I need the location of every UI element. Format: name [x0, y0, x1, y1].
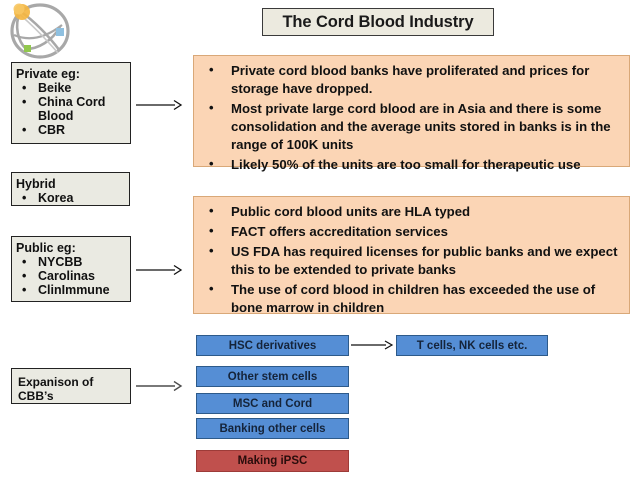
other-stem-cells-box[interactable]: Other stem cells [196, 366, 349, 387]
page-title: The Cord Blood Industry [262, 8, 494, 36]
hybrid-banks-list: • Korea [16, 191, 126, 205]
arrow-hsc-to-tcells-icon [350, 337, 394, 353]
hybrid-banks-header: Hybrid [16, 177, 56, 191]
bullet-icon: • [22, 95, 27, 109]
list-item: • Likely 50% of the units are too small f… [200, 156, 621, 174]
bullet-icon: • [22, 81, 27, 95]
hybrid-banks-box: Hybrid • Korea [11, 172, 130, 206]
public-banks-facts-box: • Public cord blood units are HLA typed •… [193, 196, 630, 317]
making-ipsc-box[interactable]: Making iPSC [196, 450, 349, 472]
bullet-icon: • [209, 203, 214, 218]
t-cells-label: T cells, NK cells etc. [416, 339, 528, 352]
bullet-icon: • [209, 100, 214, 115]
public-banks-box: Public eg: • NYCBB • Carolinas • ClinImmune [11, 236, 131, 302]
list-item: • US FDA has required licenses for public… [200, 243, 621, 279]
banking-other-cells-label: Banking other cells [219, 422, 326, 435]
hsc-derivatives-label: HSC derivatives [228, 339, 317, 352]
bullet-icon: • [22, 283, 27, 297]
hsc-derivatives-box[interactable]: HSC derivatives [196, 335, 349, 356]
list-item: • Korea [16, 191, 126, 205]
list-item-label: US FDA has required licenses for public … [231, 244, 618, 277]
cord-blood-sphere-logo [4, 1, 76, 61]
bullet-icon: • [22, 269, 27, 283]
public-banks-list: • NYCBB • Carolinas • ClinImmune [16, 255, 127, 297]
msc-and-cord-box[interactable]: MSC and Cord [196, 393, 349, 414]
list-item: • Private cord blood banks have prolifera… [200, 62, 621, 98]
list-item-continuation: Blood [16, 109, 127, 123]
bullet-icon: • [22, 255, 27, 269]
list-item: • CBR [16, 123, 127, 137]
list-item-label: Korea [38, 191, 74, 205]
logo-node-green [24, 45, 31, 52]
list-item-label: ClinImmune [38, 283, 110, 297]
arrow-public-to-facts-icon [135, 261, 183, 279]
list-item-label: Most private large cord blood are in Asi… [231, 101, 611, 152]
arrow-expansion-to-cells-icon [135, 377, 183, 395]
list-item-label: CBR [38, 123, 66, 137]
bullet-icon: • [209, 62, 214, 77]
private-banks-box: Private eg: • Beike • China Cord Blood • CB… [11, 62, 131, 144]
list-item: • FACT offers accreditation services [200, 223, 621, 241]
msc-and-cord-label: MSC and Cord [232, 397, 313, 410]
public-facts-list: • Public cord blood units are HLA typed •… [200, 203, 621, 317]
list-item: • Beike [16, 81, 127, 95]
list-item: • Carolinas [16, 269, 127, 283]
other-stem-cells-label: Other stem cells [227, 370, 318, 383]
banking-other-cells-box[interactable]: Banking other cells [196, 418, 349, 439]
bullet-icon: • [209, 243, 214, 258]
private-banks-list: • Beike • China Cord Blood • CBR [16, 81, 127, 137]
private-banks-facts-box: • Private cord blood banks have prolifera… [193, 55, 630, 172]
list-item-label: NYCBB [38, 255, 83, 269]
list-item: • NYCBB [16, 255, 127, 269]
t-cells-nk-cells-box[interactable]: T cells, NK cells etc. [396, 335, 548, 356]
list-item-label: Private cord blood banks have proliferat… [231, 63, 590, 96]
list-item-label: China Cord [38, 95, 106, 109]
bullet-icon: • [22, 191, 27, 205]
making-ipsc-label: Making iPSC [237, 455, 308, 467]
bullet-icon: • [22, 123, 27, 137]
list-item-label: Public cord blood units are HLA typed [231, 204, 471, 219]
private-facts-list: • Private cord blood banks have prolifera… [200, 62, 621, 174]
list-item-label: FACT offers accreditation services [231, 224, 448, 239]
bullet-icon: • [209, 156, 214, 171]
expansion-line-1: Expanison of [18, 375, 94, 389]
list-item: • Public cord blood units are HLA typed [200, 203, 621, 221]
list-item: • China Cord [16, 95, 127, 109]
public-banks-header: Public eg: [16, 241, 76, 255]
list-item-label: Beike [38, 81, 72, 95]
page-title-text: The Cord Blood Industry [282, 12, 474, 31]
arrow-private-to-facts-icon [135, 96, 183, 114]
bullet-icon: • [209, 223, 214, 238]
list-item: • The use of cord blood in children has e… [200, 281, 621, 317]
expansion-line-2: CBB’s [18, 389, 54, 403]
list-item-label: Likely 50% of the units are too small fo… [231, 157, 581, 172]
list-item-label: The use of cord blood in children has ex… [231, 282, 596, 315]
list-item: • ClinImmune [16, 283, 127, 297]
list-item-label: Blood [38, 109, 74, 123]
logo-node-blue [56, 28, 64, 36]
list-item-label: Carolinas [38, 269, 95, 283]
bullet-icon: • [209, 281, 214, 296]
private-banks-header: Private eg: [16, 67, 80, 81]
expansion-of-cbbs-box: Expanison of CBB’s [11, 368, 131, 404]
list-item: • Most private large cord blood are in As… [200, 100, 621, 154]
